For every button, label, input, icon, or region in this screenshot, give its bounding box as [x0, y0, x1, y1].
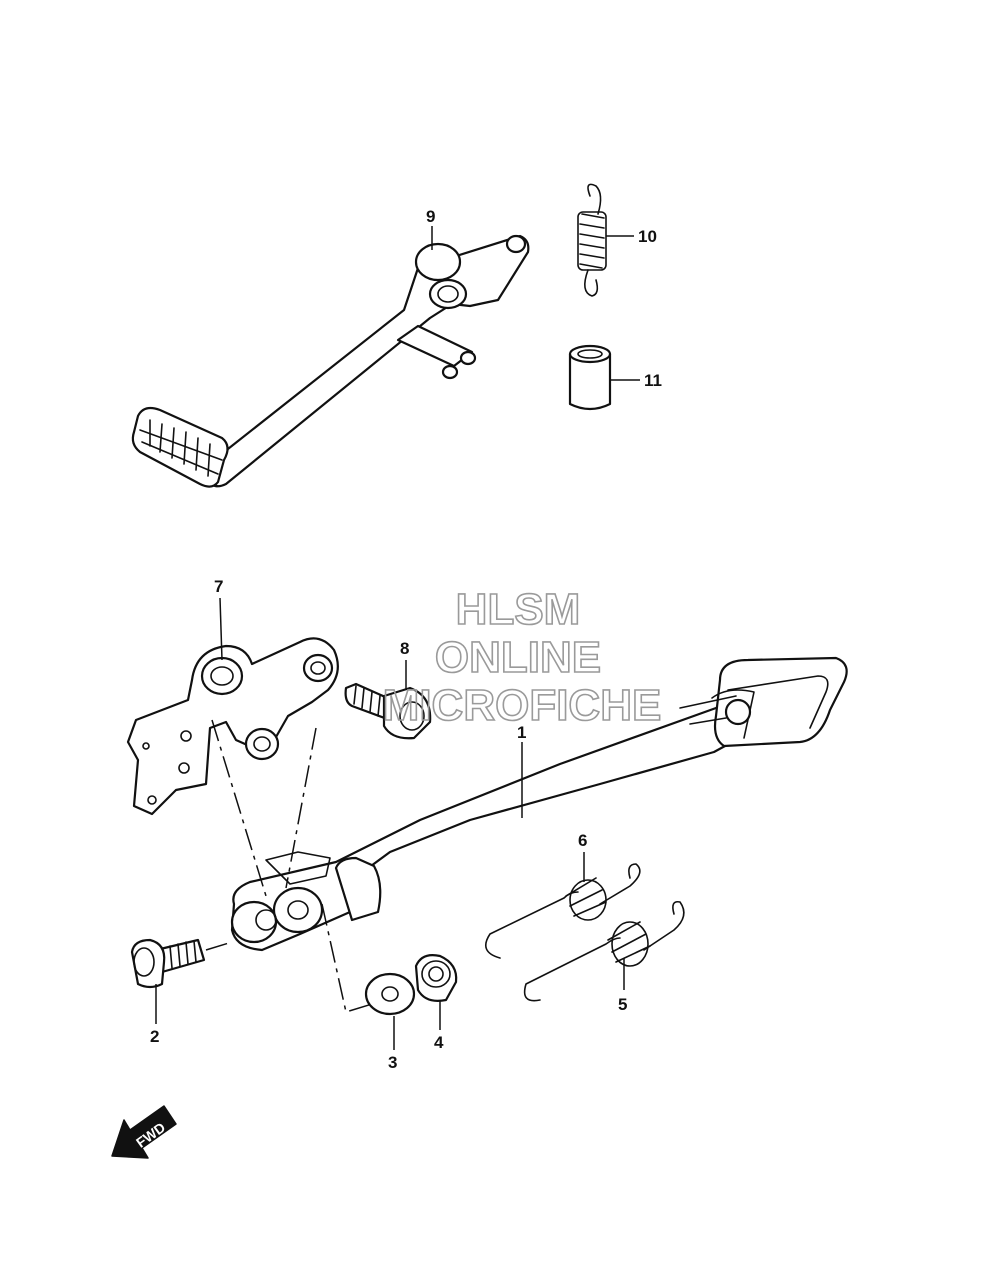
watermark-line-2: ONLINE [435, 633, 601, 682]
assembly-line-7-to-1 [211, 719, 267, 897]
callout-11: 11 [644, 371, 662, 390]
part-10-spring[interactable] [577, 183, 607, 297]
callout-2: 2 [150, 1027, 159, 1046]
callout-3: 3 [388, 1053, 397, 1072]
callout-1: 1 [517, 723, 526, 742]
assembly-line-1-to-3 [321, 903, 373, 1013]
part-2-pivot-bolt[interactable] [130, 938, 206, 989]
callout-5: 5 [618, 995, 627, 1014]
part-7-bracket[interactable] [126, 637, 339, 816]
part-4-nut[interactable] [414, 954, 458, 1002]
assembly-line-7-to-1b [285, 727, 317, 889]
callout-10: 10 [638, 227, 657, 246]
assembly-line-2-to-1 [205, 941, 233, 951]
watermark-line-1: HLSM [456, 585, 581, 634]
part-1-side-stand[interactable] [230, 656, 848, 952]
part-9-shift-pedal[interactable] [131, 234, 530, 488]
callout-8: 8 [400, 639, 409, 658]
part-8-bolt[interactable] [344, 682, 432, 740]
forward-arrow-icon: FWD [111, 1105, 177, 1159]
callout-6: 6 [578, 831, 587, 850]
watermark: HLSM ONLINE MICROFICHE [382, 584, 662, 731]
callout-4: 4 [434, 1033, 444, 1052]
callout-7: 7 [214, 577, 223, 596]
callout-9: 9 [426, 207, 435, 226]
watermark-line-3: MICROFICHE [383, 681, 662, 730]
part-5-spring[interactable] [523, 900, 685, 1002]
part-3-washer[interactable] [364, 972, 416, 1016]
part-11-collar[interactable] [568, 344, 612, 411]
part-6-spring[interactable] [484, 863, 641, 959]
